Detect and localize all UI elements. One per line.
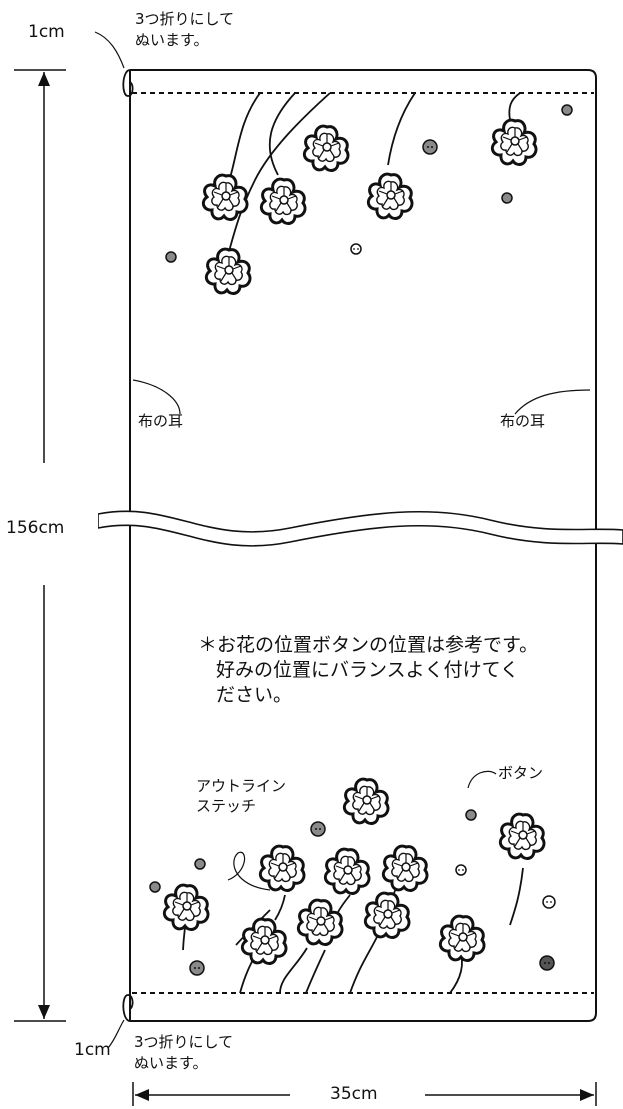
note-line3: ださい。: [216, 684, 293, 706]
break-wave: [97, 510, 623, 547]
fabric-panel: [122, 69, 597, 1022]
flower-12: [162, 883, 210, 931]
button-6: [310, 821, 326, 837]
button-13: [539, 955, 555, 971]
width-dimension-label: 35cm: [330, 1084, 378, 1104]
button-9: [149, 881, 161, 893]
flower-5: [366, 172, 414, 220]
button-11: [542, 895, 556, 909]
fold-top-line2: ぬいます。: [135, 31, 209, 49]
button-2: [561, 104, 573, 116]
selvage-left-label: 布の耳: [138, 412, 184, 430]
flower-6: [490, 118, 538, 166]
flower-9: [258, 844, 306, 892]
button-3: [501, 192, 513, 204]
flower-1: [201, 173, 249, 221]
note-line1: ＊お花の位置ボタンの位置は参考です。: [198, 634, 539, 656]
flower-15: [240, 917, 288, 965]
leader-lines: [94, 31, 591, 1049]
button-10: [455, 864, 467, 876]
flower-13: [296, 898, 344, 946]
button-5: [350, 243, 362, 255]
length-dimension: [14, 69, 66, 1022]
button-4: [165, 251, 177, 263]
button-8: [194, 858, 206, 870]
outline-stitch-line1: アウトライン: [196, 777, 287, 795]
button-label: ボタン: [498, 764, 544, 782]
flower-14: [363, 891, 411, 939]
selvage-right-label: 布の耳: [500, 412, 546, 430]
flower-4: [204, 247, 252, 295]
stitch-lines: [132, 92, 594, 994]
length-label-mask: [0, 498, 98, 538]
fold-top-line1: 3つ折りにして: [135, 10, 235, 28]
fold-bottom-line2: ぬいます。: [134, 1054, 208, 1072]
hem-bottom-dimension: 1cm: [74, 1040, 111, 1060]
fold-bottom-line1: 3つ折りにして: [134, 1033, 234, 1051]
flower-8: [498, 812, 546, 860]
flower-11: [381, 844, 429, 892]
length-dimension-label: 156cm: [6, 518, 65, 538]
flower-16: [438, 914, 486, 962]
button-7: [465, 809, 477, 821]
note-line2: 好みの位置にバランスよく付けてく: [216, 659, 520, 681]
flower-2: [259, 177, 307, 225]
flower-3: [302, 124, 350, 172]
flower-10: [323, 847, 371, 895]
button-12: [189, 960, 205, 976]
hem-top-dimension: 1cm: [28, 22, 65, 42]
button-1: [422, 139, 438, 155]
width-dimension: [132, 1082, 597, 1106]
outline-stitch-line2: ステッチ: [196, 797, 257, 815]
flower-7: [342, 777, 390, 825]
buttons: [149, 104, 573, 976]
